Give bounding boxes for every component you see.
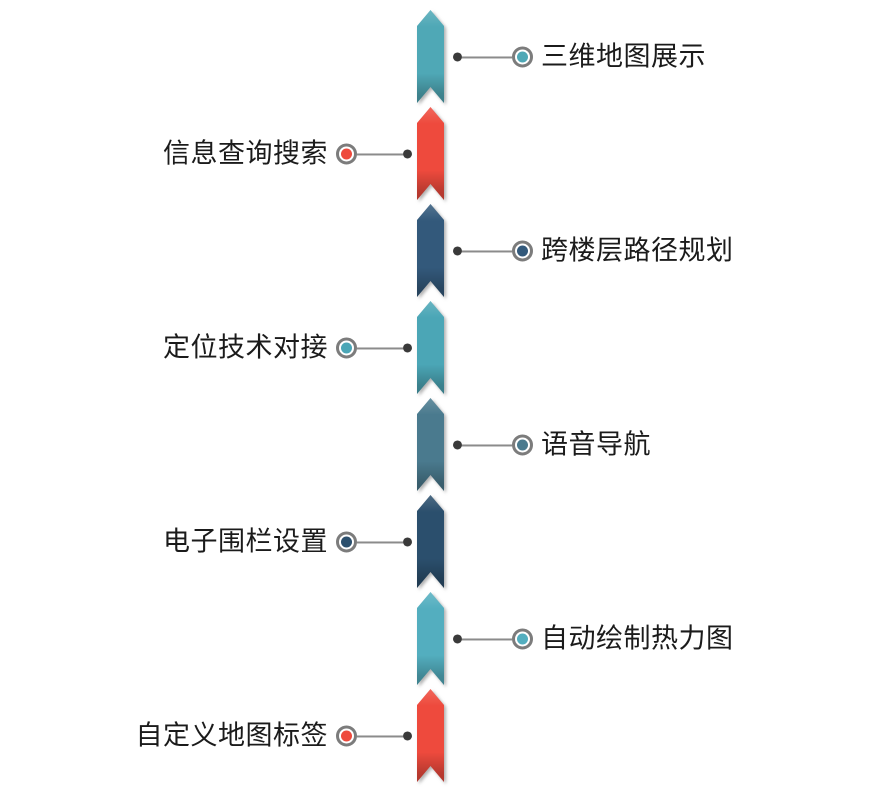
bullet-ring-fill xyxy=(517,245,528,257)
chevron-ribbon-shape xyxy=(417,10,444,103)
chevron-ribbon-shape xyxy=(417,592,444,685)
connector-line xyxy=(357,540,403,543)
chevron-ribbon-shape xyxy=(417,204,444,297)
bullet-ring-fill xyxy=(341,342,352,354)
bullet-ring-icon xyxy=(336,337,357,359)
feature-row: 自定义地图标签 xyxy=(135,720,412,751)
feature-label: 语音导航 xyxy=(541,429,651,460)
chevron-segment xyxy=(417,398,444,491)
connector-dot-icon xyxy=(403,343,412,353)
bullet-ring-icon xyxy=(336,725,357,747)
bullet-ring-icon xyxy=(512,46,533,68)
feature-label: 自动绘制热力图 xyxy=(541,623,734,654)
feature-label: 电子围栏设置 xyxy=(163,526,328,557)
feature-row: 定位技术对接 xyxy=(163,332,412,363)
connector-dot-icon xyxy=(453,246,462,256)
bullet-ring-icon xyxy=(336,531,357,553)
bullet-ring-icon xyxy=(512,628,533,650)
connector-dot-icon xyxy=(453,440,462,450)
connector-line xyxy=(357,734,403,737)
connector-line xyxy=(462,249,512,252)
bullet-ring-fill xyxy=(517,439,528,451)
feature-label: 自定义地图标签 xyxy=(135,720,328,751)
connector-line xyxy=(462,443,512,446)
connector-line xyxy=(462,637,512,640)
connector-dot-icon xyxy=(403,731,412,741)
bullet-ring-fill xyxy=(517,633,528,645)
feature-row: 三维地图展示 xyxy=(453,41,706,72)
bullet-ring-fill xyxy=(341,536,352,548)
bullet-ring-fill xyxy=(341,148,352,160)
feature-label: 跨楼层路径规划 xyxy=(541,235,734,266)
connector-dot-icon xyxy=(403,537,412,547)
bullet-ring-fill xyxy=(341,730,352,742)
feature-row: 电子围栏设置 xyxy=(163,526,412,557)
chevron-ribbon-shape xyxy=(417,398,444,491)
bullet-ring-icon xyxy=(336,143,357,165)
chevron-segment xyxy=(417,495,444,588)
chevron-ribbon-shape xyxy=(417,689,444,782)
chevron-segment xyxy=(417,689,444,782)
chevron-segment xyxy=(417,301,444,394)
chevron-ribbon-shape xyxy=(417,495,444,588)
bullet-ring-icon xyxy=(512,240,533,262)
feature-label: 定位技术对接 xyxy=(163,332,328,363)
feature-label: 信息查询搜索 xyxy=(163,138,328,169)
connector-line xyxy=(357,346,403,349)
connector-dot-icon xyxy=(453,634,462,644)
feature-row: 跨楼层路径规划 xyxy=(453,235,734,266)
chevron-segment xyxy=(417,204,444,297)
connector-line xyxy=(357,152,403,155)
feature-row: 语音导航 xyxy=(453,429,651,460)
chevron-segment xyxy=(417,592,444,685)
feature-label: 三维地图展示 xyxy=(541,41,706,72)
connector-dot-icon xyxy=(453,52,462,62)
chevron-segment xyxy=(417,10,444,103)
feature-row: 信息查询搜索 xyxy=(163,138,412,169)
chevron-ribbon-shape xyxy=(417,301,444,394)
connector-line xyxy=(462,55,512,58)
connector-dot-icon xyxy=(403,149,412,159)
bullet-ring-fill xyxy=(517,51,528,63)
feature-row: 自动绘制热力图 xyxy=(453,623,734,654)
chevron-segment xyxy=(417,107,444,200)
chevron-ribbon-shape xyxy=(417,107,444,200)
bullet-ring-icon xyxy=(512,434,533,456)
